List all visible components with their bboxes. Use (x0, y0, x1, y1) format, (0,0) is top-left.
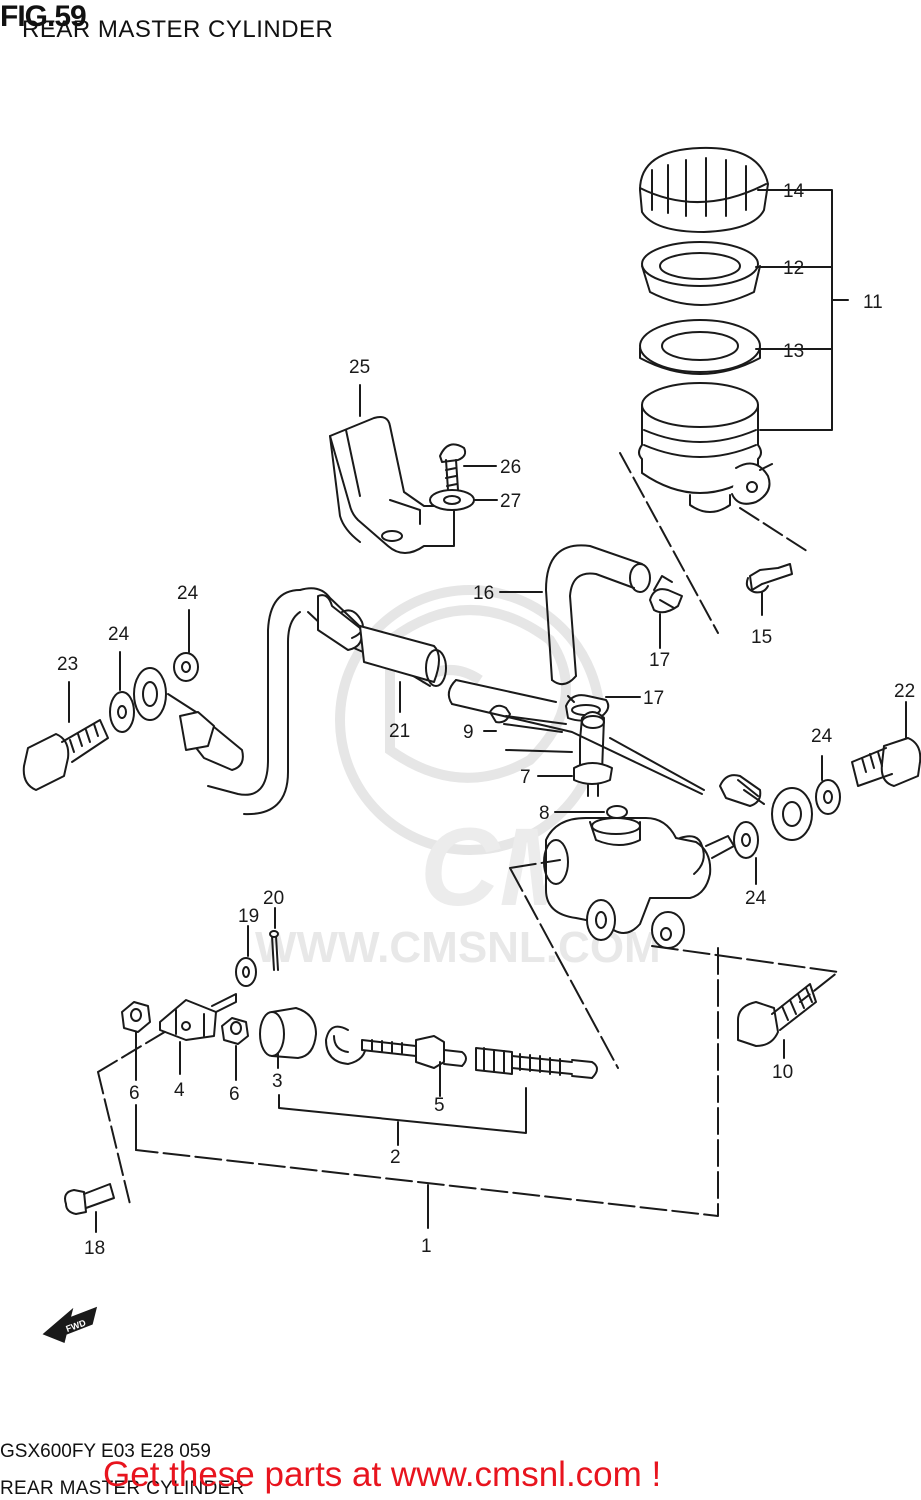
retaining-circlip (325, 1025, 367, 1065)
callout-23: 23 (57, 654, 78, 675)
clevis-pin (64, 1183, 115, 1215)
master-cylinder-body (543, 817, 735, 949)
callout-7: 7 (520, 767, 531, 788)
brake-hose-banjo-left (133, 667, 167, 721)
page-title: REAR MASTER CYLINDER (22, 16, 334, 43)
callout-18: 18 (84, 1238, 105, 1259)
callout-5: 5 (434, 1095, 445, 1116)
piston-kit (475, 1047, 598, 1079)
callout-26: 26 (500, 457, 521, 478)
callout-24-d: 24 (745, 888, 767, 909)
callout-20: 20 (263, 888, 284, 909)
pushrod-nut-left (121, 1001, 151, 1033)
callout-24-b: 24 (108, 624, 130, 645)
sealing-washer-left-b (173, 652, 199, 682)
reservoir-bracket (329, 416, 455, 554)
cylinder-mount-bolt (737, 983, 817, 1047)
callout-9: 9 (463, 722, 474, 743)
callout-19: 19 (238, 906, 259, 927)
hose-joint-screw (489, 704, 567, 733)
callout-24-c: 24 (811, 726, 833, 747)
callout-12: 12 (783, 258, 804, 279)
hose-union-fitting (505, 711, 613, 797)
cotter-pin (269, 930, 279, 971)
bracket-washer (429, 489, 475, 511)
pushrod (361, 1035, 467, 1069)
reservoir-diaphragm (641, 241, 761, 306)
brake-hose (167, 587, 705, 816)
callout-21: 21 (389, 721, 410, 742)
banjo-bolt-left (22, 719, 109, 791)
sealing-washer-right-a (815, 779, 841, 815)
union-o-ring (606, 805, 628, 819)
callout-13: 13 (783, 341, 804, 362)
sealing-washer-left-a (109, 691, 135, 733)
callout-22: 22 (894, 681, 915, 702)
plain-washer (235, 957, 257, 987)
callout-25: 25 (349, 357, 370, 378)
callout-4: 4 (174, 1080, 185, 1101)
callout-2: 2 (390, 1147, 401, 1168)
diagram-code: GSX600FY E03 E28 059 (0, 1441, 211, 1462)
pushrod-boot (259, 1007, 317, 1059)
reservoir-body (638, 382, 773, 513)
reservoir-hose (545, 544, 651, 686)
callout-24-a: 24 (177, 583, 199, 604)
callout-14: 14 (783, 181, 805, 202)
pushrod-clevis (159, 993, 237, 1041)
bracket-screw (439, 443, 467, 491)
hose-clamp-upper (649, 575, 683, 614)
callout-11: 11 (863, 292, 883, 313)
callout-6-a: 6 (129, 1083, 140, 1104)
reservoir-mount-bolt (745, 563, 793, 594)
callout-27: 27 (500, 491, 521, 512)
promo-link[interactable]: Get these parts at www.cmsnl.com ! (103, 1455, 662, 1494)
callout-1: 1 (421, 1236, 432, 1257)
banjo-bolt-right (851, 737, 921, 787)
footer-title: REAR MASTER CYLINDER (0, 1478, 245, 1499)
pushrod-nut-right (221, 1017, 249, 1045)
reservoir-diaphragm-seal (639, 319, 761, 375)
brake-hose-banjo-right (719, 774, 813, 841)
figure-number: FIG.59 (0, 0, 87, 33)
forward-direction-arrow: FWD (42, 1306, 98, 1344)
callout-17-b: 17 (643, 688, 664, 709)
callout-3: 3 (272, 1071, 283, 1092)
reservoir-cap (639, 146, 769, 233)
callout-17-a: 17 (649, 650, 670, 671)
sealing-washer-right-b (733, 821, 759, 859)
callout-10: 10 (772, 1062, 793, 1083)
callout-15: 15 (751, 627, 772, 648)
callout-8: 8 (539, 803, 550, 824)
callout-16: 16 (473, 583, 494, 604)
callout-6-b: 6 (229, 1084, 240, 1105)
